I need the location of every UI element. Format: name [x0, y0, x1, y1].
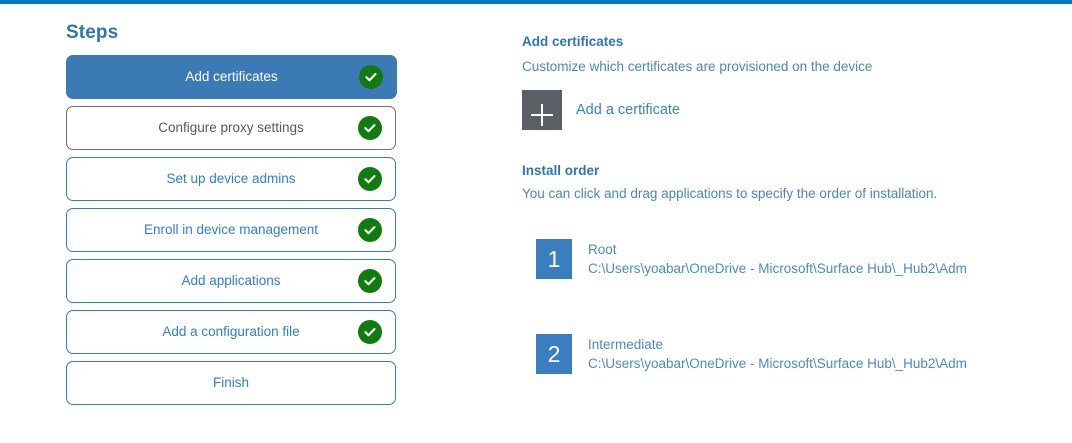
install-order-number-badge: 2: [536, 334, 572, 374]
install-order-subheading: You can click and drag applications to s…: [522, 186, 938, 201]
step-item-enroll-in-device-management[interactable]: Enroll in device management: [66, 208, 396, 252]
plus-icon-vertical-stroke: [541, 104, 543, 126]
step-item-label: Finish: [212, 375, 249, 391]
install-order-item-name: Root: [588, 242, 617, 257]
top-accent-bar: [0, 0, 1072, 4]
add-certificates-subheading: Customize which certificates are provisi…: [522, 59, 873, 74]
step-item-set-up-device-admins[interactable]: Set up device admins: [66, 157, 396, 201]
check-circle-icon: [358, 167, 382, 191]
plus-icon[interactable]: [522, 90, 562, 130]
install-order-item-path: C:\Users\yoabar\OneDrive - Microsoft\Sur…: [588, 356, 967, 371]
add-certificates-heading: Add certificates: [522, 34, 624, 49]
detail-pane: Add certificates Customize which certifi…: [470, 4, 1072, 443]
install-order-heading: Install order: [522, 163, 600, 178]
step-item-label: Configure proxy settings: [158, 120, 304, 136]
step-item-label: Enroll in device management: [143, 222, 319, 238]
step-item-label: Add a configuration file: [162, 324, 300, 340]
step-item-add-a-configuration-file[interactable]: Add a configuration file: [66, 310, 396, 354]
add-a-certificate-row[interactable]: Add a certificate: [522, 90, 680, 130]
check-circle-icon: [358, 116, 382, 140]
step-item-label: Add applications: [181, 273, 281, 289]
check-circle-icon: [359, 65, 383, 89]
install-order-item-name: Intermediate: [588, 337, 664, 352]
install-order-item-path: C:\Users\yoabar\OneDrive - Microsoft\Sur…: [588, 261, 967, 276]
add-a-certificate-link[interactable]: Add a certificate: [576, 102, 680, 118]
steps-title: Steps: [66, 22, 119, 43]
step-item-add-certificates[interactable]: Add certificates: [66, 55, 397, 99]
check-circle-icon: [358, 218, 382, 242]
step-item-label: Add certificates: [185, 69, 278, 85]
check-circle-icon: [358, 269, 382, 293]
install-order-number-badge: 1: [536, 239, 572, 279]
step-item-finish[interactable]: Finish: [66, 361, 396, 405]
step-item-label: Set up device admins: [166, 171, 296, 187]
step-item-add-applications[interactable]: Add applications: [66, 259, 396, 303]
check-circle-icon: [358, 320, 382, 344]
step-item-configure-proxy-settings[interactable]: Configure proxy settings: [66, 106, 396, 150]
